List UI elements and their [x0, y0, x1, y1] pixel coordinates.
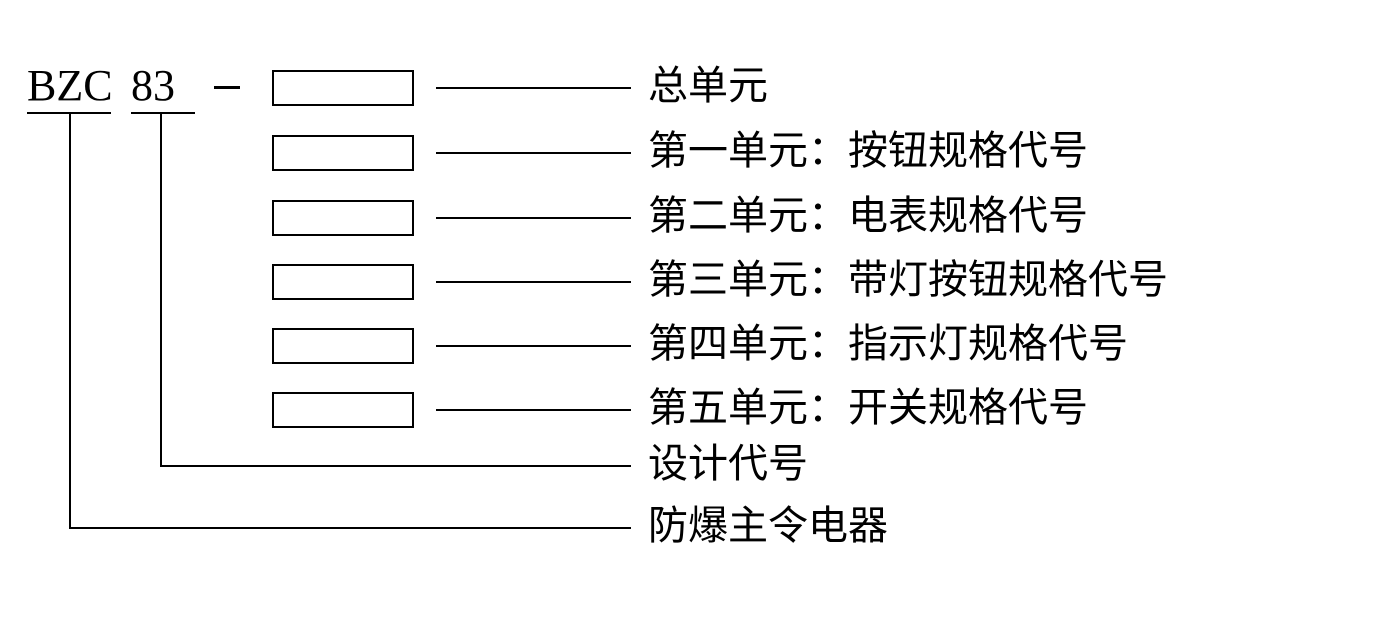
code-box-unit-four[interactable] — [272, 328, 414, 364]
leader-line-unit-three — [436, 281, 631, 283]
label-design-code: 设计代号 — [648, 441, 808, 487]
series-drop-line — [160, 112, 162, 467]
label-unit-two: 第二单元：电表规格代号 — [648, 193, 1088, 239]
leader-line-unit-five — [436, 409, 631, 411]
label-unit-five: 第五单元：开关规格代号 — [648, 385, 1088, 431]
code-box-unit-five[interactable] — [272, 392, 414, 428]
leader-line-unit-two — [436, 217, 631, 219]
series-leader-line — [160, 465, 631, 467]
code-box-unit-one[interactable] — [272, 135, 414, 171]
prefix-drop-line — [69, 112, 71, 529]
label-unit-three: 第三单元：带灯按钮规格代号 — [648, 257, 1168, 303]
leader-line-total — [436, 87, 631, 89]
code-box-unit-three[interactable] — [272, 264, 414, 300]
leader-line-unit-four — [436, 345, 631, 347]
prefix-leader-line — [69, 527, 631, 529]
code-box-unit-two[interactable] — [272, 200, 414, 236]
label-unit-four: 第四单元：指示灯规格代号 — [648, 321, 1128, 367]
series-underline — [131, 112, 195, 114]
label-unit-one: 第一单元：按钮规格代号 — [648, 128, 1088, 174]
code-box-total[interactable] — [272, 70, 414, 106]
label-product-type: 防爆主令电器 — [648, 503, 888, 549]
model-prefix-text: BZC — [27, 61, 113, 110]
leader-line-unit-one — [436, 152, 631, 154]
code-separator-dash — [214, 86, 240, 89]
model-series-text: 83 — [131, 61, 175, 110]
label-total: 总单元 — [648, 63, 768, 109]
